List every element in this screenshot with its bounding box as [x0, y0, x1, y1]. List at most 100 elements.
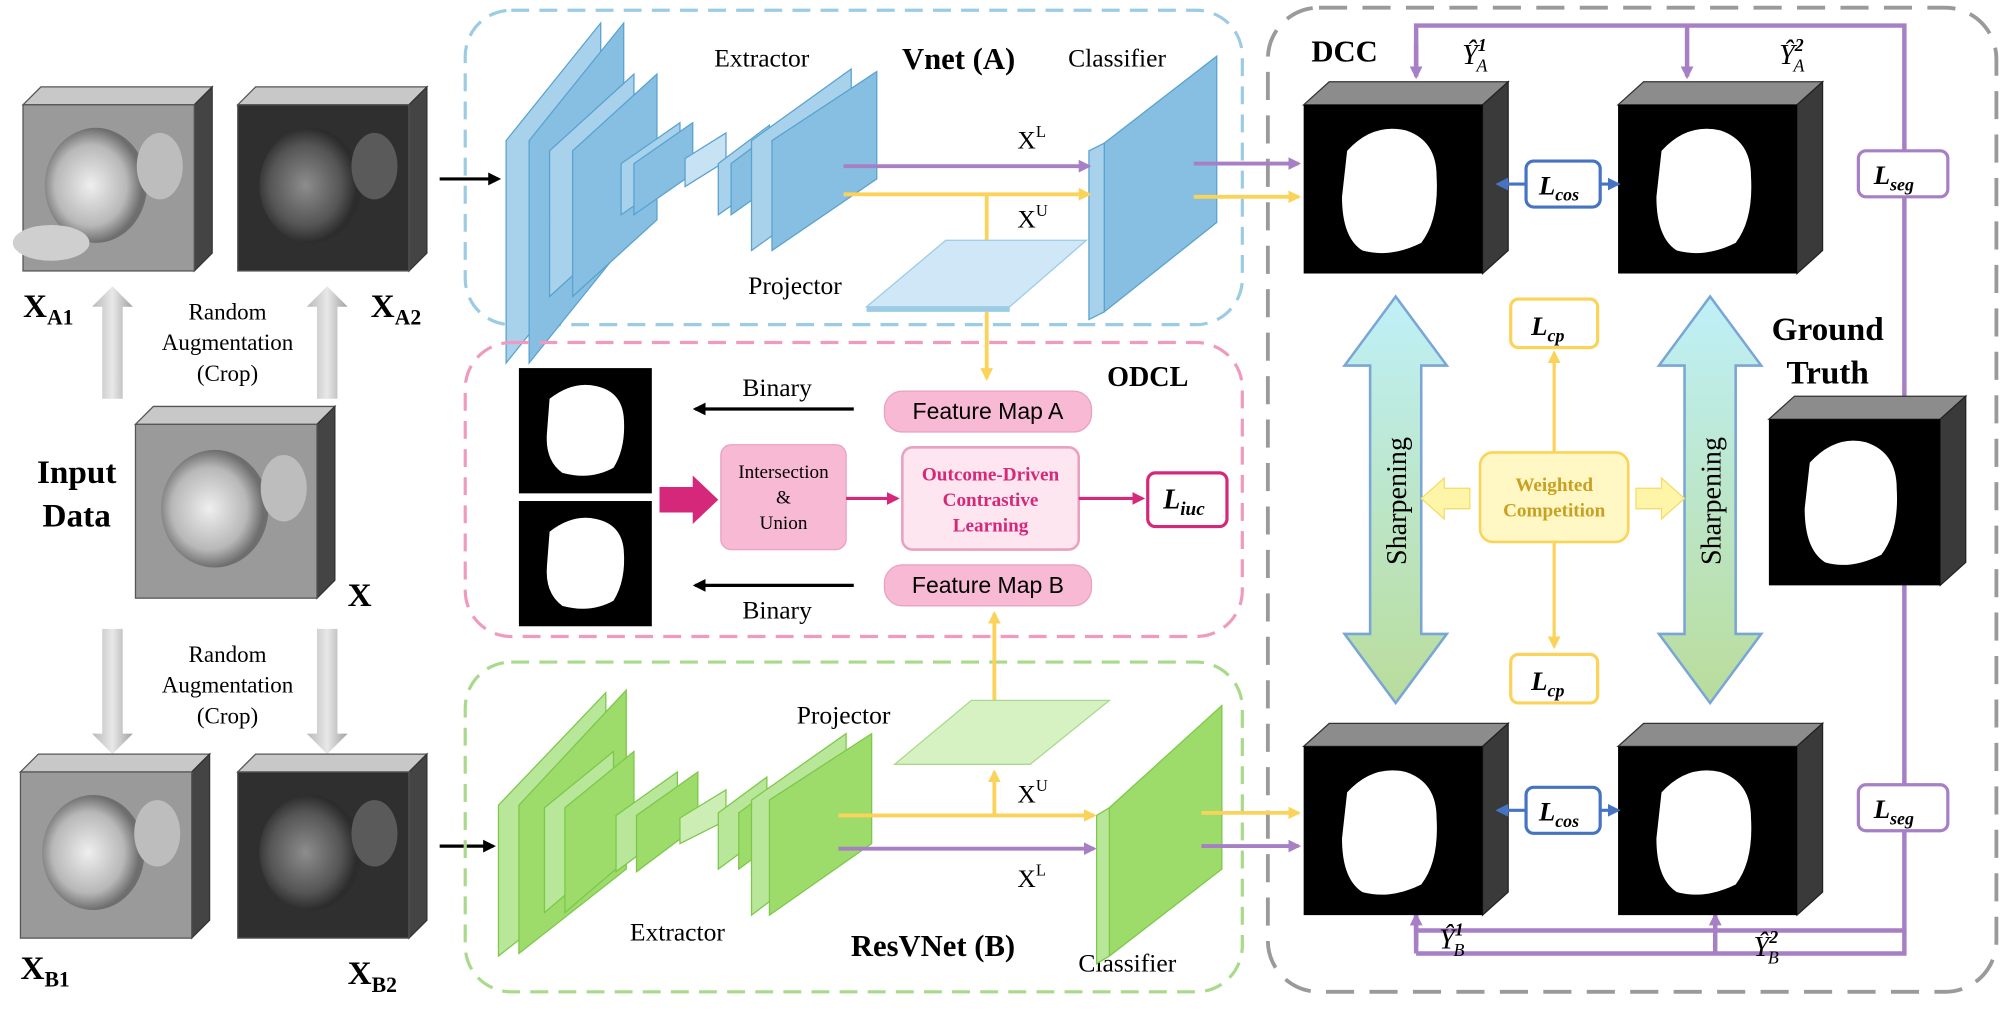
input-cube-xa2	[236, 85, 429, 273]
sharpening-right-label: Sharpening	[1696, 437, 1727, 565]
odcl-box	[463, 340, 1244, 639]
prediction-cube-yb2	[1616, 721, 1825, 917]
sharpening-left-arrow	[1342, 294, 1450, 706]
binary-mask-bottom	[518, 501, 652, 627]
input-cube-xb1	[18, 752, 212, 940]
lcp-bot-box	[1509, 652, 1600, 705]
lcp-top-label: Lcp	[1530, 311, 1564, 345]
binary-bottom-label: Binary	[742, 596, 812, 625]
odcl-title: ODCL	[1107, 362, 1188, 393]
intersection-line2: &	[776, 488, 791, 509]
ground-truth-line1: Ground	[1772, 311, 1885, 348]
aug-bot-line3: (Crop)	[197, 703, 258, 728]
sharpening-left-label: Sharpening	[1382, 437, 1413, 565]
vnet-extractor-label: Extractor	[714, 43, 810, 72]
masks-to-intersection-arrow	[659, 475, 719, 525]
resvnet-classifier-label: Classifier	[1078, 948, 1176, 977]
aug-bot-line2: Augmentation	[162, 673, 294, 698]
ground-truth-cube	[1767, 394, 1968, 587]
binary-top-label: Binary	[742, 373, 812, 402]
sharpening-right-arrow	[1656, 294, 1764, 706]
lseg-bot-label: Lseg	[1873, 794, 1914, 828]
aug-up-arrow-left	[92, 286, 133, 399]
resvnet-extractor-label: Extractor	[630, 918, 726, 947]
resvnet-box	[463, 660, 1244, 994]
intersection-line1: Intersection	[738, 462, 829, 483]
vnet-classifier-side	[1088, 142, 1105, 321]
odcl-line3: Learning	[953, 516, 1029, 537]
resvnet-projector	[892, 699, 1112, 765]
label-xb1: XB1	[20, 950, 69, 992]
label-xa1: XA1	[23, 288, 74, 330]
resvnet-xl-label: XL	[1017, 860, 1046, 893]
aug-down-arrow-right	[306, 628, 348, 755]
lseg-top-label: Lseg	[1873, 160, 1914, 194]
input-data-line1: Input	[37, 454, 116, 491]
vnet-projector-label: Projector	[748, 271, 842, 300]
binary-mask-top	[518, 368, 652, 494]
aug-top-line1: Random	[189, 300, 267, 325]
vnet-box	[463, 8, 1244, 327]
lcos-bot-label: Lcos	[1538, 797, 1579, 831]
resvnet-title: ResVNet (B)	[851, 929, 1015, 963]
feature-map-a-label: Feature Map A	[913, 398, 1065, 424]
vnet-classifier-label: Classifier	[1068, 43, 1166, 72]
lcp-bot-label: Lcp	[1530, 666, 1564, 700]
dcc-title: DCC	[1311, 34, 1377, 68]
liuc-label: Liuc	[1162, 485, 1205, 520]
input-cube-x	[133, 404, 337, 600]
dcc-box	[1265, 5, 1999, 994]
aug-up-arrow-right	[306, 286, 348, 399]
weighted-line1: Weighted	[1515, 475, 1593, 496]
resvnet-extractor-layers	[497, 688, 873, 958]
aug-down-arrow-left	[92, 628, 133, 755]
weighted-competition-box	[1478, 451, 1630, 544]
label-x: X	[348, 577, 372, 614]
liuc-box	[1146, 471, 1229, 529]
lcp-top-box	[1509, 297, 1600, 350]
lseg-bot-box	[1856, 783, 1950, 833]
vnet-title: Vnet (A)	[902, 42, 1015, 76]
input-data-line2: Data	[43, 498, 112, 535]
aug-top-line3: (Crop)	[197, 361, 258, 386]
feature-map-b	[883, 564, 1093, 607]
lcos-top-label: Lcos	[1538, 170, 1579, 204]
resvnet-classifier-side	[1095, 806, 1111, 965]
prediction-cube-yb1	[1301, 721, 1510, 917]
feature-map-a	[883, 390, 1093, 433]
vnet-xl-label: XL	[1017, 122, 1046, 155]
vnet-extractor-layers	[505, 21, 878, 365]
vnet-classifier-layer	[1103, 54, 1218, 314]
prediction-cube-ya1	[1301, 80, 1510, 275]
vnet-projector	[864, 239, 1089, 308]
intersection-line3: Union	[760, 513, 808, 534]
ground-truth-line2: Truth	[1786, 354, 1868, 391]
lcos-bot-box	[1524, 785, 1602, 835]
weighted-right-arrow	[1635, 476, 1686, 521]
lseg-bottom-line	[1416, 930, 1907, 956]
feature-map-b-label: Feature Map B	[912, 572, 1064, 598]
vnet-projector-edge	[866, 306, 1010, 312]
label-xb2: XB2	[348, 955, 397, 997]
aug-bot-line1: Random	[189, 642, 267, 667]
resvnet-classifier-layer	[1108, 704, 1223, 958]
aug-top-line2: Augmentation	[162, 330, 294, 355]
resvnet-projector-label: Projector	[797, 700, 891, 729]
resvnet-xu-label: XU	[1017, 776, 1047, 809]
weighted-left-arrow	[1420, 476, 1471, 521]
vnet-xu-label: XU	[1017, 201, 1047, 234]
input-cube-xb2	[236, 752, 429, 940]
label-xa2: XA2	[371, 288, 422, 330]
prediction-cube-ya2	[1616, 80, 1825, 275]
lseg-top-box	[1856, 149, 1950, 199]
lcos-top-box	[1524, 159, 1602, 209]
weighted-line2: Competition	[1503, 500, 1606, 521]
odcl-line2: Contrastive	[943, 490, 1039, 511]
input-cube-xa1	[12, 85, 214, 273]
